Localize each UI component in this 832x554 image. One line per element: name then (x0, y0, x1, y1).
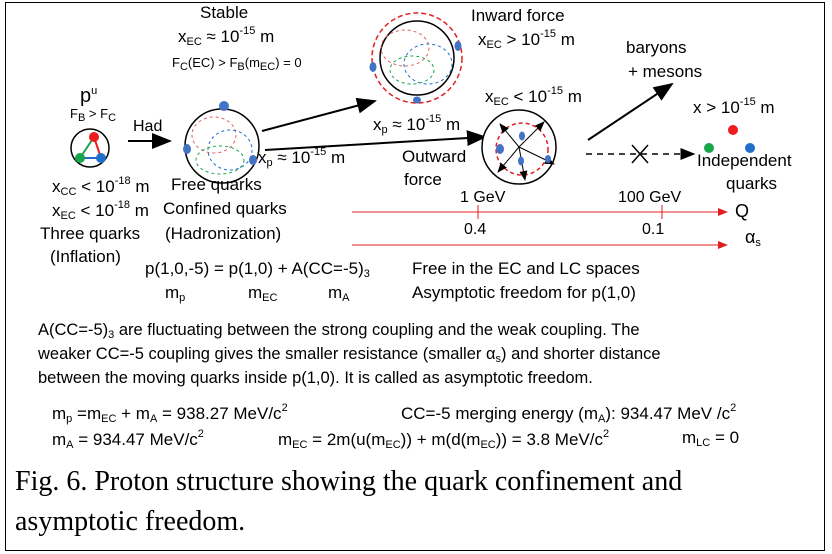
free-quark-red (728, 125, 738, 135)
had-label: Had (133, 118, 163, 135)
q-axis-label: Q (735, 201, 750, 221)
middle-proton (183, 101, 260, 184)
inflation-label: (Inflation) (50, 247, 121, 266)
tick-label-1gev: 1 GeV (460, 189, 506, 206)
outward-label-2: force (404, 170, 442, 189)
free-quark-blue (745, 143, 755, 153)
caption-line-1: Fig. 6. Proton structure showing the qua… (15, 466, 683, 497)
quark-1 (219, 101, 229, 111)
xec-outward-label: xEC < 10-15 m (485, 85, 582, 108)
blocked-x-2 (631, 144, 649, 164)
free-quarks-label: Free quarks (171, 175, 262, 194)
alpha-tick-04: 0.4 (464, 221, 487, 238)
mass-row-2b: mEC = 2m(u(mEC)) + m(d(mEC)) = 3.8 MeV/c… (278, 428, 610, 451)
freedom-line-1: Free in the EC and LC spaces (412, 259, 640, 278)
figure-frame (5, 2, 825, 551)
alpha-axis-label: αs (745, 227, 761, 249)
quark-red (89, 132, 99, 142)
paragraph-line-3: between the moving quarks inside p(1,0).… (38, 369, 593, 387)
baryons-arrow (587, 82, 674, 141)
xec-label-left: xEC < 10-18 m (52, 199, 149, 222)
baryons-label: baryons (626, 38, 687, 57)
small-proton (70, 128, 110, 168)
mesons-label: + mesons (628, 62, 703, 81)
stable-label: Stable (200, 3, 249, 22)
xec-inward-label: xEC > 10-15 m (478, 28, 575, 51)
figure-caption: Fig. 6. Proton structure showing the qua… (15, 462, 682, 542)
xp-right-label: xp ≈ 10-15 m (373, 113, 461, 136)
paragraph-line-1: A(CC=-5)3 are fluctuating between the st… (38, 321, 640, 341)
independent-label: Independent (697, 151, 792, 170)
mass-row-1a: mp =mEC + mA = 938.27 MeV/c2 (52, 402, 288, 425)
x-greater-label: x > 10-15 m (693, 96, 775, 117)
mass-mp: mp (165, 283, 186, 304)
mass-row-2c: mLC = 0 (682, 428, 740, 449)
quark-green (75, 153, 85, 163)
quark-blue (96, 153, 106, 163)
mass-ma: mA (328, 283, 350, 304)
quark-3 (249, 155, 257, 165)
xp-middle-label: xp ≈ 10-15 m (258, 146, 346, 169)
paragraph-line-2: weaker CC=-5 coupling gives the smaller … (38, 345, 661, 365)
quark-2 (183, 144, 191, 154)
mass-row-1b: CC=-5 merging energy (mA): 934.47 MeV /c… (401, 402, 737, 425)
tick-label-100gev: 100 GeV (618, 189, 682, 206)
confined-quarks-label: Confined quarks (163, 199, 287, 218)
arrow-right (264, 130, 487, 151)
proton-label: pu (80, 85, 98, 107)
three-quarks-label: Three quarks (40, 224, 141, 243)
outward-label-1: Outward (402, 147, 467, 166)
inward-force-label: Inward force (471, 6, 565, 25)
freedom-line-2: Asymptotic freedom for p(1,0) (412, 283, 636, 302)
right-proton (481, 109, 557, 185)
quarks-label: quarks (726, 174, 778, 193)
free-quark-green (704, 143, 714, 153)
force-condition: FC(EC) > FB(mEC) = 0 (172, 55, 302, 73)
mass-mec: mEC (248, 283, 278, 304)
hadronization-label: (Hadronization) (165, 224, 282, 243)
alpha-tick-01: 0.1 (642, 221, 665, 238)
xcc-label: xCC < 10-18 m (52, 175, 150, 198)
caption-line-2: asymptotic freedom. (15, 506, 246, 537)
mass-row-2a: mA = 934.47 MeV/c2 (52, 428, 204, 451)
proton-equation: p(1,0,-5) = p(1,0) + A(CC=-5)3 (145, 259, 370, 280)
force-relation: FB > FC (70, 106, 117, 124)
xec-stable-label: xEC ≈ 10-15 m (178, 25, 275, 48)
arrow-up (261, 97, 377, 132)
top-proton (369, 12, 463, 104)
